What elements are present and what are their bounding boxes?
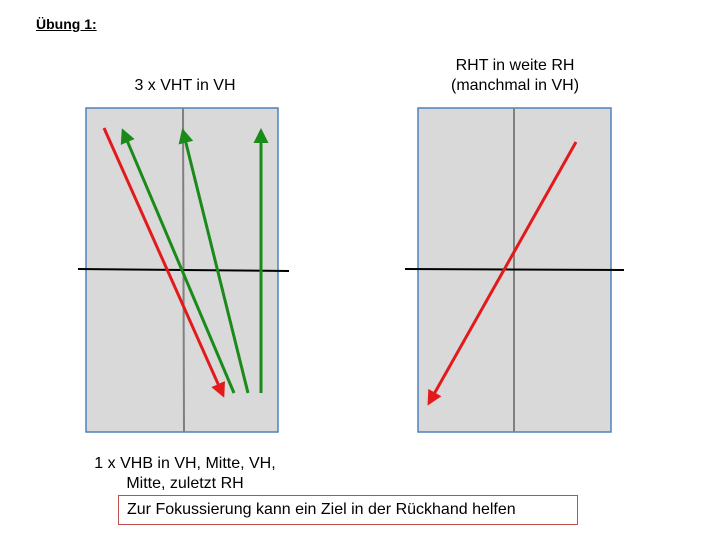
focus-tip-box: Zur Fokussierung kann ein Ziel in der Rü… — [118, 495, 578, 525]
left-court — [77, 107, 290, 433]
left-court-bottom-caption: 1 x VHB in VH, Mitte, VH, Mitte, zuletzt… — [60, 454, 310, 494]
exercise-heading: Übung 1: — [36, 16, 97, 32]
right-court — [404, 107, 625, 433]
left-green-arrow-1 — [120, 128, 236, 394]
right-red-arrow — [427, 141, 578, 406]
right-court-caption-line1: RHT in weite RH — [455, 57, 575, 74]
right-court-net-line — [404, 268, 625, 271]
left-court-bottom-caption-line1: 1 x VHB in VH, Mitte, VH, — [94, 455, 276, 472]
right-court-caption-line2: (manchmal in VH) — [450, 77, 580, 94]
left-red-arrow — [102, 127, 225, 398]
left-green-arrow-2 — [178, 128, 250, 394]
left-court-caption: 3 x VHT in VH — [134, 77, 236, 94]
left-court-bottom-caption-line2: Mitte, zuletzt RH — [126, 475, 244, 492]
right-court-caption: RHT in weite RH (manchmal in VH) — [405, 56, 625, 96]
